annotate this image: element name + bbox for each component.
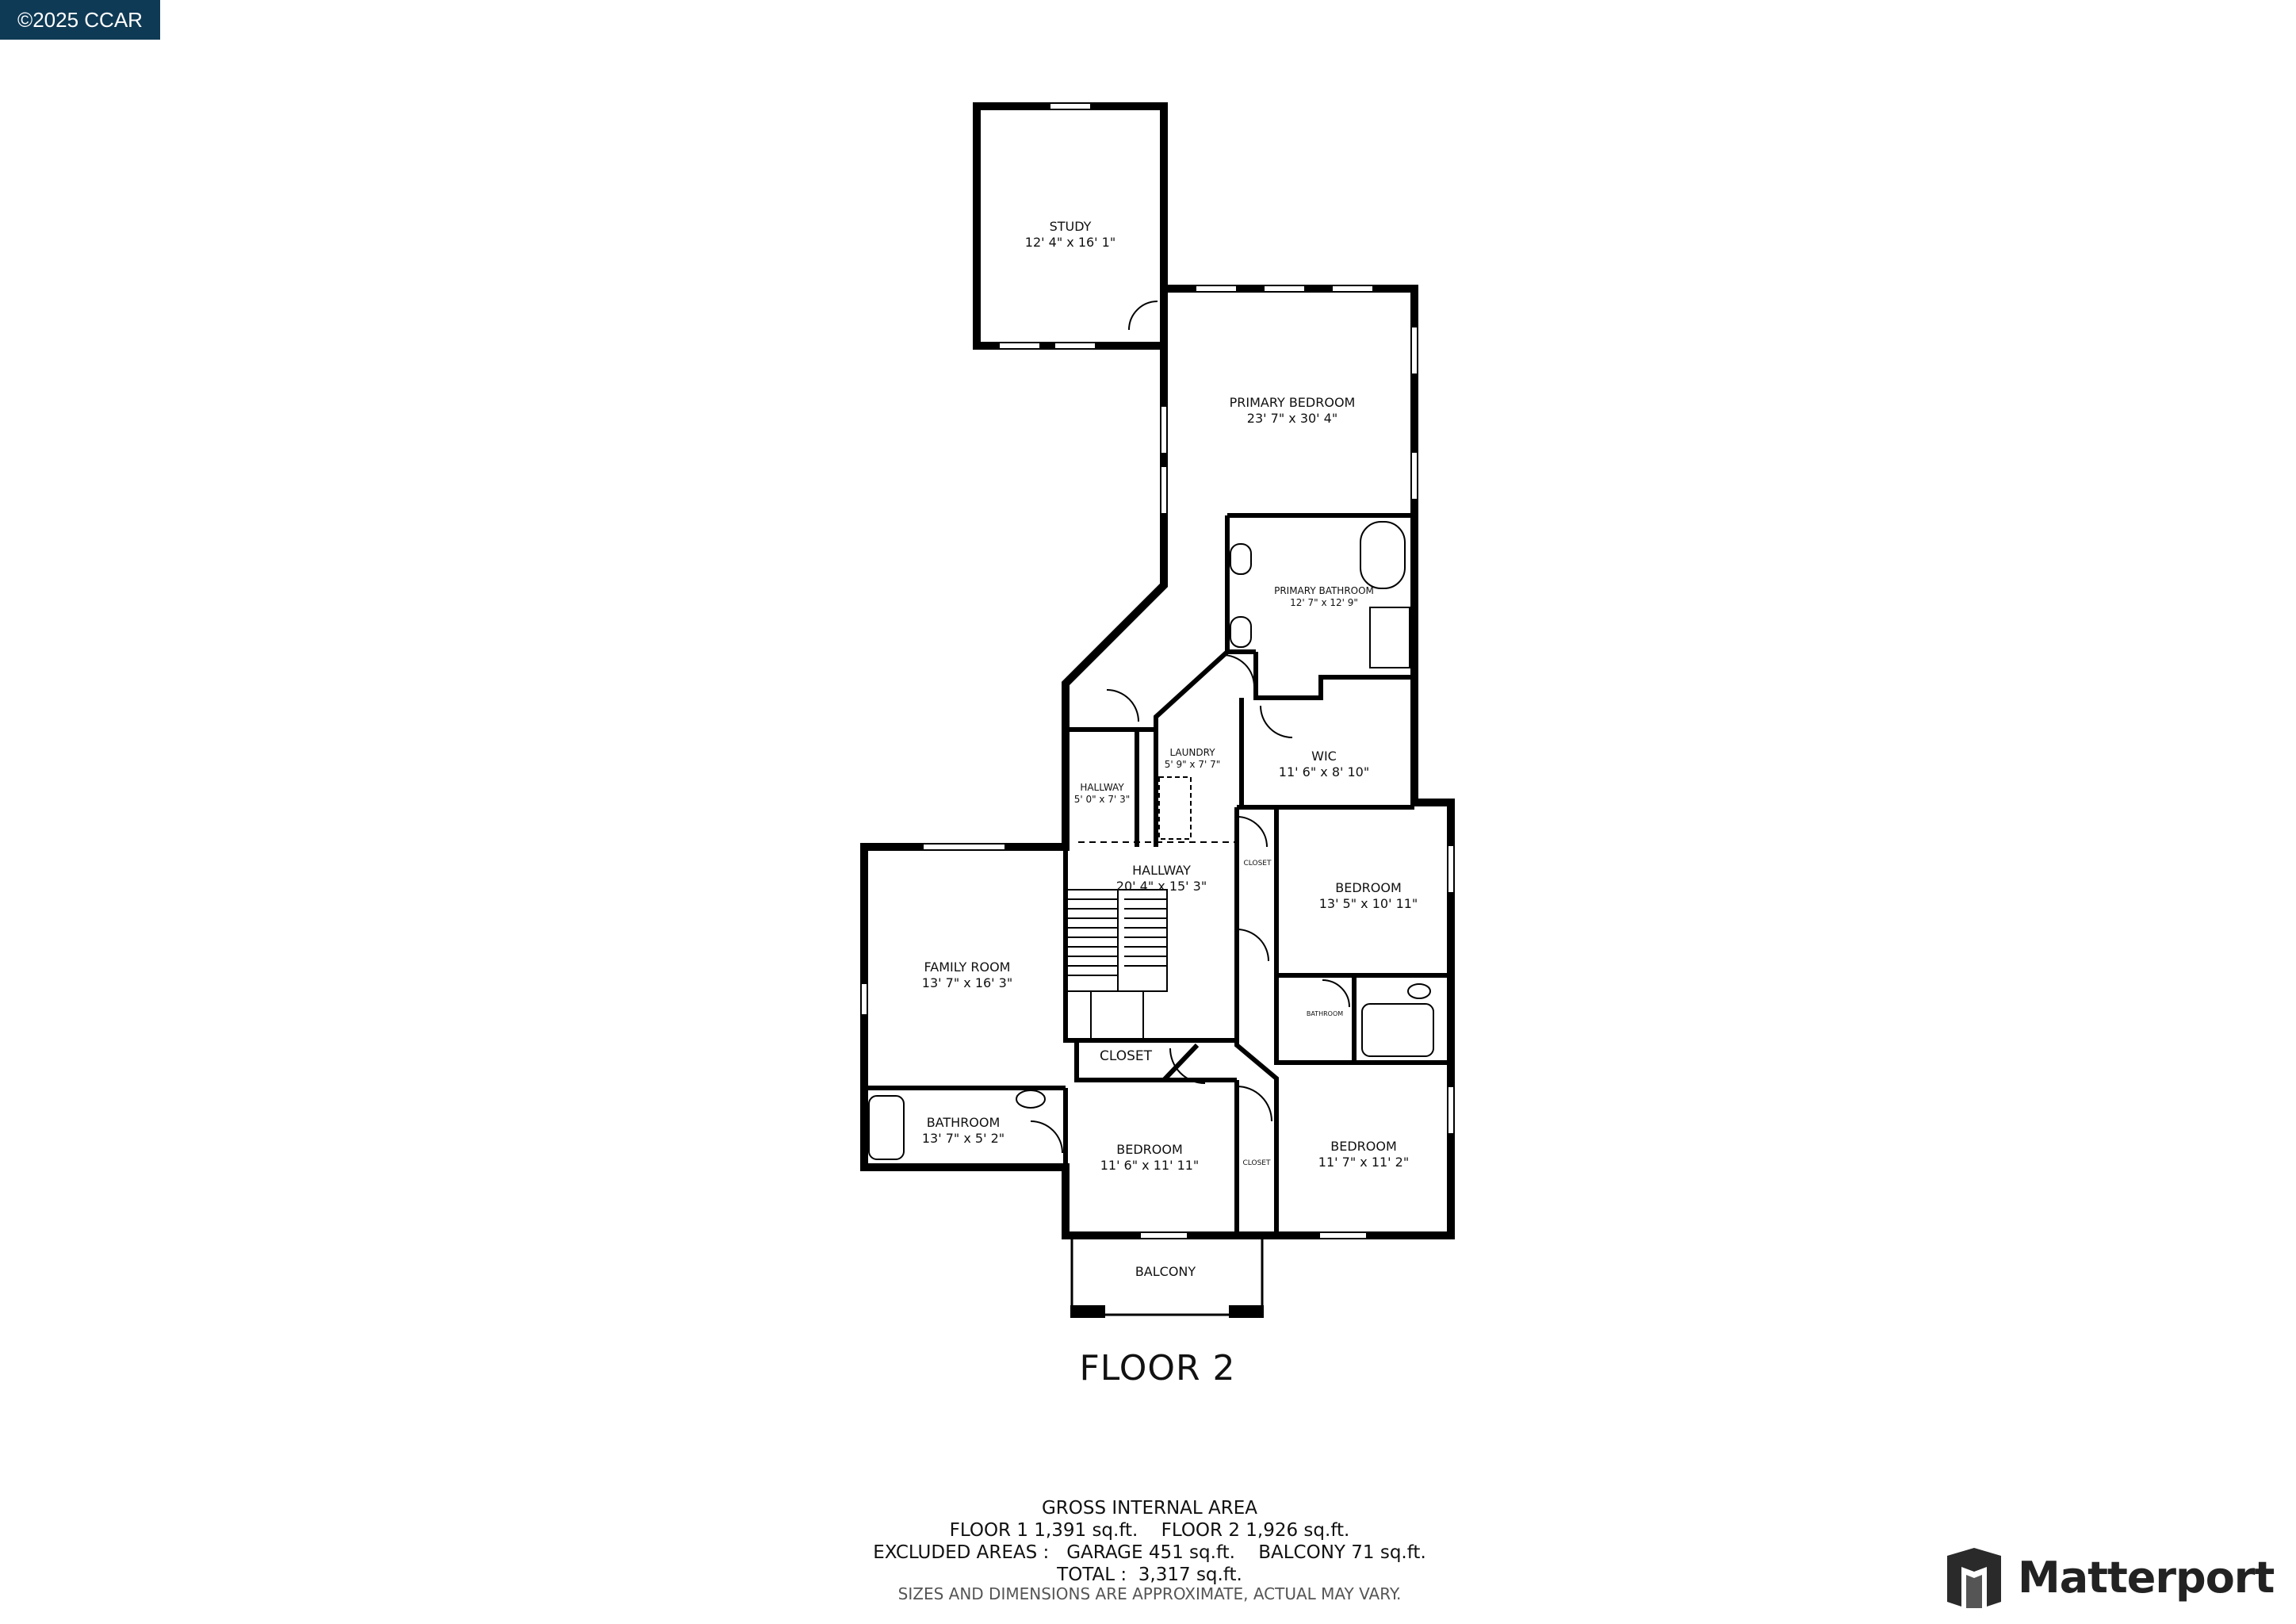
area-floors: FLOOR 1 1,391 sq.ft. FLOOR 2 1,926 sq.ft… [949, 1520, 1350, 1541]
copyright-badge: ©2025 CCAR [0, 0, 160, 40]
windows [860, 102, 1455, 1239]
room-bedroom-right-bottom: BEDROOM 11' 7" x 11' 2" [1284, 1139, 1443, 1170]
room-family-room: FAMILY ROOM 13' 7" x 16' 3" [888, 959, 1047, 991]
interior-walls [864, 513, 1451, 1235]
staircase [1066, 889, 1168, 1040]
area-summary: GROSS INTERNAL AREA FLOOR 1 1,391 sq.ft.… [793, 1497, 1506, 1586]
room-bedroom-right-bottom-dims: 11' 7" x 11' 2" [1318, 1155, 1410, 1170]
room-balcony: BALCONY [1135, 1264, 1196, 1279]
room-laundry-dims: 5' 9" x 7' 7" [1164, 759, 1221, 770]
matterport-brand: Matterport [1942, 1546, 2291, 1610]
room-bathroom-left: BATHROOM 13' 7" x 5' 2" [912, 1115, 1015, 1147]
room-family-room-name: FAMILY ROOM [924, 959, 1011, 975]
floor-title: FLOOR 2 [1079, 1348, 1236, 1388]
fixtures [868, 521, 1434, 1160]
room-laundry-name: LAUNDRY [1169, 747, 1215, 758]
room-laundry: LAUNDRY 5' 9" x 7' 7" [1153, 747, 1232, 771]
room-wic-name: WIC [1311, 749, 1337, 764]
room-study: STUDY 12' 4" x 16' 1" [991, 219, 1150, 251]
room-wic: WIC 11' 6" x 8' 10" [1245, 749, 1403, 780]
room-study-dims: 12' 4" x 16' 1" [1024, 235, 1116, 250]
door-swings [1030, 301, 1350, 1154]
room-hallway-small-dims: 5' 0" x 7' 3" [1073, 794, 1131, 805]
room-primary-bedroom: PRIMARY BEDROOM 23' 7" x 30' 4" [1173, 395, 1411, 427]
room-bedroom-right-top-dims: 13' 5" x 10' 11" [1318, 896, 1418, 911]
room-hallway-main-name: HALLWAY [1132, 863, 1191, 878]
room-bathroom-left-dims: 13' 7" x 5' 2" [921, 1131, 1005, 1146]
room-primary-bathroom: PRIMARY BATHROOM 12' 7" x 12' 9" [1237, 585, 1411, 609]
room-study-name: STUDY [1049, 219, 1092, 234]
room-hallway-small-name: HALLWAY [1080, 782, 1124, 793]
room-bedroom-right-top-name: BEDROOM [1335, 880, 1402, 895]
room-wic-dims: 11' 6" x 8' 10" [1278, 764, 1370, 779]
room-closet-small-2: CLOSET [1242, 1159, 1271, 1167]
room-bathroom-small: BATHROOM [1306, 1010, 1344, 1017]
room-bedroom-center: BEDROOM 11' 6" x 11' 11" [1078, 1142, 1221, 1174]
room-bathroom-left-name: BATHROOM [926, 1115, 1001, 1130]
room-primary-bathroom-name: PRIMARY BATHROOM [1274, 585, 1374, 596]
matterport-wordmark: Matterport [2018, 1553, 2275, 1603]
disclaimer: SIZES AND DIMENSIONS ARE APPROXIMATE, AC… [897, 1584, 1402, 1603]
room-bedroom-right-bottom-name: BEDROOM [1330, 1139, 1397, 1154]
room-hallway-main-dims: 20' 4" x 15' 3" [1115, 879, 1207, 894]
room-hallway-main: HALLWAY 20' 4" x 15' 3" [1094, 863, 1229, 894]
area-total: TOTAL : 3,317 sq.ft. [1057, 1565, 1242, 1585]
area-heading: GROSS INTERNAL AREA [1041, 1498, 1257, 1519]
area-excluded: EXCLUDED AREAS : GARAGE 451 sq.ft. BALCO… [873, 1542, 1426, 1563]
room-family-room-dims: 13' 7" x 16' 3" [921, 975, 1013, 990]
room-primary-bedroom-dims: 23' 7" x 30' 4" [1246, 411, 1338, 426]
exterior-walls [860, 102, 1455, 1239]
room-bedroom-center-dims: 11' 6" x 11' 11" [1100, 1158, 1200, 1173]
room-primary-bathroom-dims: 12' 7" x 12' 9" [1290, 597, 1358, 608]
balcony-outline [1070, 1235, 1264, 1316]
room-closet-main: CLOSET [1099, 1048, 1153, 1064]
room-closet-small-1: CLOSET [1243, 860, 1272, 868]
room-primary-bedroom-name: PRIMARY BEDROOM [1229, 395, 1356, 410]
room-bedroom-right-top: BEDROOM 13' 5" x 10' 11" [1289, 880, 1448, 912]
room-hallway-small: HALLWAY 5' 0" x 7' 3" [1062, 782, 1142, 806]
matterport-logo-icon [1947, 1548, 2001, 1608]
room-bedroom-center-name: BEDROOM [1116, 1142, 1183, 1157]
balcony-posts [1070, 1305, 1264, 1318]
